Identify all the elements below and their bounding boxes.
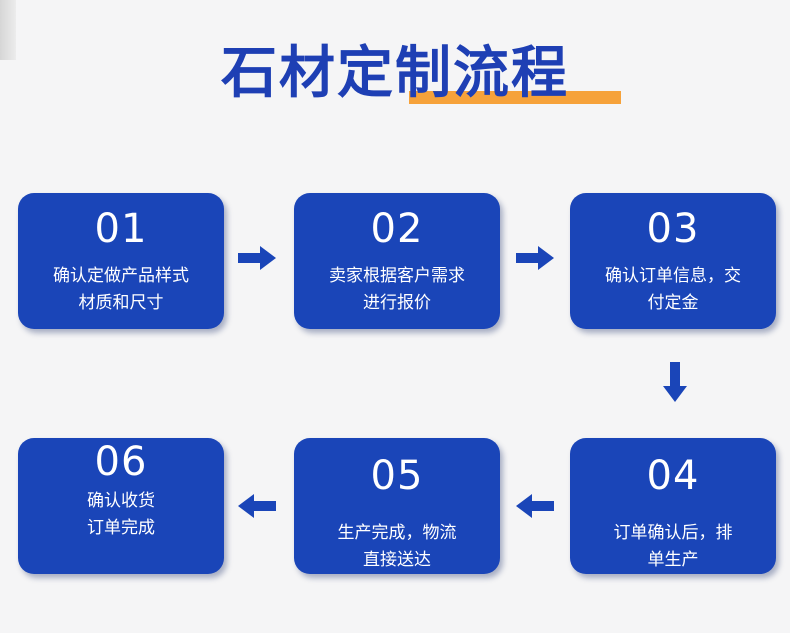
page-title: 石材定制流程 <box>221 38 621 110</box>
arrow-down-icon <box>663 362 687 402</box>
step-3-number: 03 <box>646 206 700 252</box>
step-6-number: 06 <box>94 439 148 485</box>
step-1-box: 01 确认定做产品样式 材质和尺寸 <box>18 193 224 329</box>
step-3-box: 03 确认订单信息，交 付定金 <box>570 193 776 329</box>
step-4-text: 订单确认后，排 单生产 <box>613 523 733 570</box>
arrow-right-icon <box>516 246 554 270</box>
step-6-box: 06 确认收货 订单完成 <box>18 438 224 574</box>
step-2-number: 02 <box>370 206 424 252</box>
step-5-number: 05 <box>370 453 424 499</box>
step-5-box: 05 生产完成，物流 直接送达 <box>294 438 500 574</box>
step-1-text: 确认定做产品样式 材质和尺寸 <box>53 266 189 313</box>
title-area: 石材定制流程 <box>0 38 790 110</box>
step-4-box: 04 订单确认后，排 单生产 <box>570 438 776 574</box>
step-1-number: 01 <box>94 206 148 252</box>
step-2-box: 02 卖家根据客户需求 进行报价 <box>294 193 500 329</box>
step-3-text: 确认订单信息，交 付定金 <box>605 266 741 313</box>
arrow-right-icon <box>238 246 276 270</box>
arrow-left-icon <box>238 494 276 518</box>
title-accent-underline <box>409 91 621 104</box>
step-2-text: 卖家根据客户需求 进行报价 <box>329 266 465 313</box>
step-6-text: 确认收货 订单完成 <box>87 491 155 538</box>
arrow-left-icon <box>516 494 554 518</box>
step-5-text: 生产完成，物流 直接送达 <box>337 523 457 570</box>
step-4-number: 04 <box>646 453 700 499</box>
page-title-text: 石材定制流程 <box>221 41 569 106</box>
corner-decoration <box>0 0 16 60</box>
